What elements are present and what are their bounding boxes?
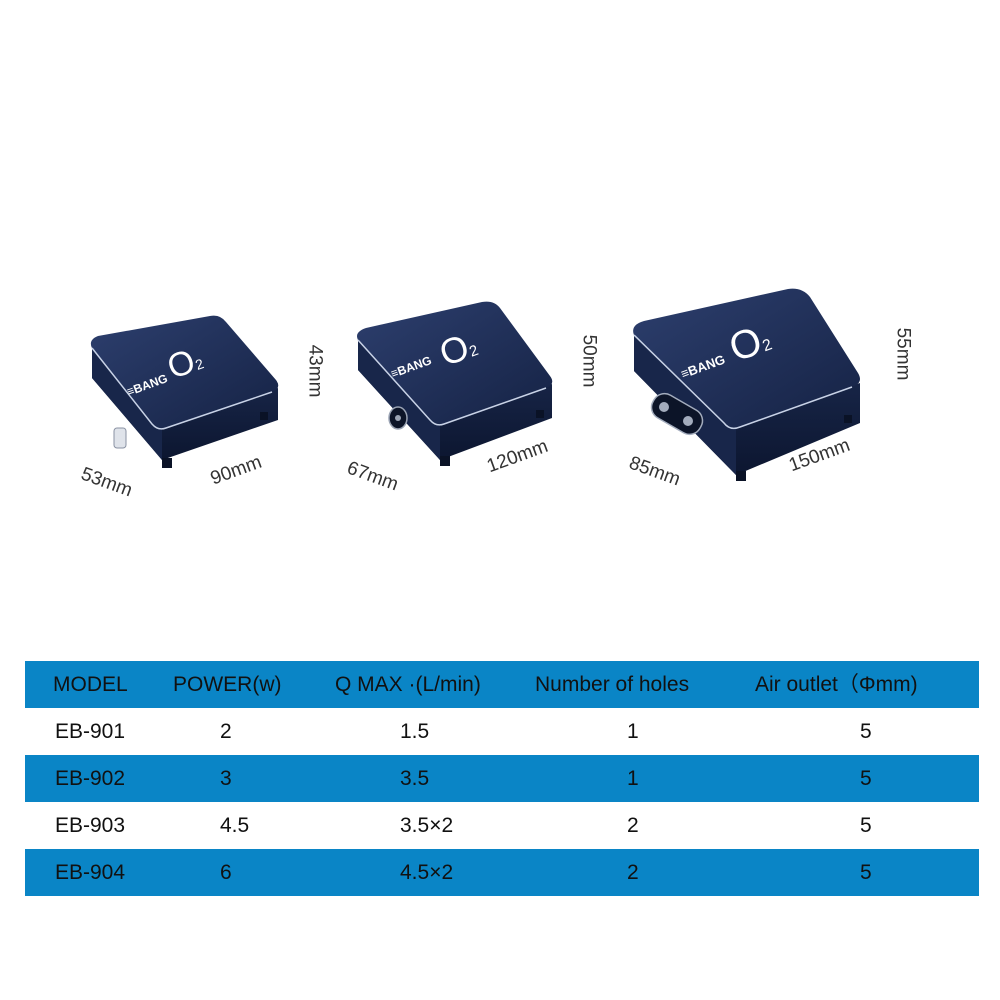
header-model: MODEL <box>53 673 128 696</box>
cell-holes: 2 <box>627 814 639 837</box>
table-header-row: MODEL POWER(w) Q MAX ·(L/min) Number of … <box>25 661 979 708</box>
height-label: 50mm <box>578 334 600 388</box>
cell-holes: 2 <box>627 861 639 884</box>
table-row: EB-901 2 1.5 1 5 <box>25 708 979 755</box>
cell-model: EB-901 <box>55 720 126 743</box>
air-pump-large-image <box>633 288 860 481</box>
cell-power: 4.5 <box>220 814 250 837</box>
cell-qmax: 1.5 <box>400 720 430 743</box>
product-eb-903-904: O2 ≡BANG 55mm 85mm 150mm <box>620 275 960 515</box>
cell-qmax: 4.5×2 <box>400 861 454 884</box>
product-eb-901: O2 ≡BANG 43mm 53mm 90mm <box>70 300 350 520</box>
cell-air-outlet: 5 <box>860 767 872 790</box>
cell-qmax: 3.5 <box>400 767 430 790</box>
height-label: 55mm <box>892 327 914 381</box>
cell-holes: 1 <box>627 767 639 790</box>
header-air-outlet: Air outlet（Φmm) <box>755 673 918 696</box>
cell-holes: 1 <box>627 720 639 743</box>
cell-model: EB-902 <box>55 767 126 790</box>
table-row: EB-902 3 3.5 1 5 <box>25 755 979 802</box>
header-qmax: Q MAX ·(L/min) <box>335 673 481 696</box>
table-row: EB-904 6 4.5×2 2 5 <box>25 849 979 896</box>
header-power: POWER(w) <box>173 673 282 696</box>
header-holes: Number of holes <box>535 673 690 696</box>
table-row: EB-903 4.5 3.5×2 2 5 <box>25 802 979 849</box>
cell-model: EB-904 <box>55 861 126 884</box>
cell-power: 2 <box>220 720 232 743</box>
product-eb-902: O2 ≡BANG 50mm 67mm 120mm <box>340 290 640 510</box>
cell-air-outlet: 5 <box>860 814 872 837</box>
height-label: 43mm <box>304 344 326 398</box>
cell-qmax: 3.5×2 <box>400 814 454 837</box>
cell-model: EB-903 <box>55 814 126 837</box>
air-pump-small-image <box>90 315 279 468</box>
cell-air-outlet: 5 <box>860 720 872 743</box>
spec-table: MODEL POWER(w) Q MAX ·(L/min) Number of … <box>25 661 979 896</box>
cell-power: 3 <box>220 767 232 790</box>
cell-power: 6 <box>220 861 232 884</box>
cell-air-outlet: 5 <box>860 861 872 884</box>
air-pump-medium-image <box>357 301 553 466</box>
